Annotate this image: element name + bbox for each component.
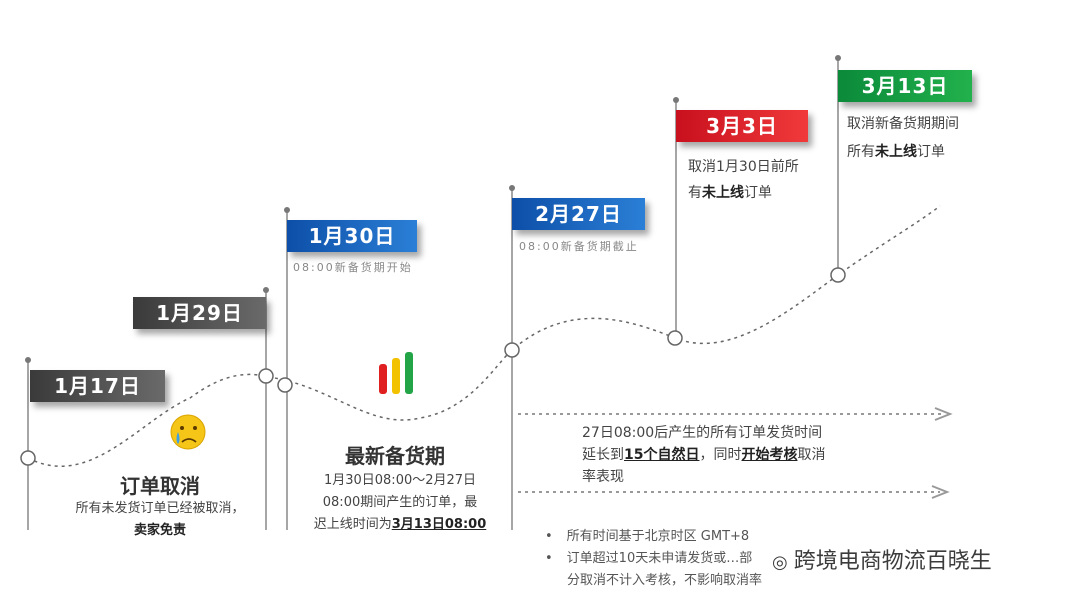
cancel-desc: 所有未发货订单已经被取消， 卖家免责 xyxy=(75,501,245,538)
flag-mar13: 3月13日 xyxy=(838,70,972,102)
timeline-curve xyxy=(27,205,941,467)
note-feb27: 08:00新备货期截止 xyxy=(519,240,639,253)
node-1 xyxy=(20,450,36,466)
extension-desc: 27日08:00后产生的所有订单发货时间 延长到15个自然日，同时开始考核取消 … xyxy=(582,425,826,485)
flag-jan17: 1月17日 xyxy=(30,370,165,402)
flag-jan29: 1月29日 xyxy=(133,297,266,329)
desc-mar3: 取消1月30日前所 有未上线订单 xyxy=(688,159,799,201)
watermark: ◎跨境电商物流百晓生 xyxy=(772,549,992,574)
wechat-icon: ◎ xyxy=(772,552,788,573)
desc-mar13: 取消新备货期期间 所有未上线订单 xyxy=(847,116,959,160)
node-4 xyxy=(504,342,520,358)
note-jan30: 08:00新备货期开始 xyxy=(293,261,413,274)
node-5 xyxy=(667,330,683,346)
restock-desc: 1月30日08:00～2月27日 08:00期间产生的订单，最 迟上线时间为3月… xyxy=(313,473,487,532)
node-6 xyxy=(830,267,846,283)
bar-chart-icon xyxy=(379,352,413,394)
cancel-title: 订单取消 xyxy=(120,474,200,498)
flag-mar3: 3月3日 xyxy=(676,110,808,142)
flag-jan30: 1月30日 xyxy=(287,220,417,252)
crying-face-icon xyxy=(170,414,206,450)
node-3 xyxy=(277,377,293,393)
flag-feb27: 2月27日 xyxy=(512,198,645,230)
restock-title: 最新备货期 xyxy=(345,444,445,468)
node-2 xyxy=(258,368,274,384)
footnotes: •所有时间基于北京时区 GMT+8 •订单超过10天未申请发货或…部 分取消不计… xyxy=(545,529,763,588)
